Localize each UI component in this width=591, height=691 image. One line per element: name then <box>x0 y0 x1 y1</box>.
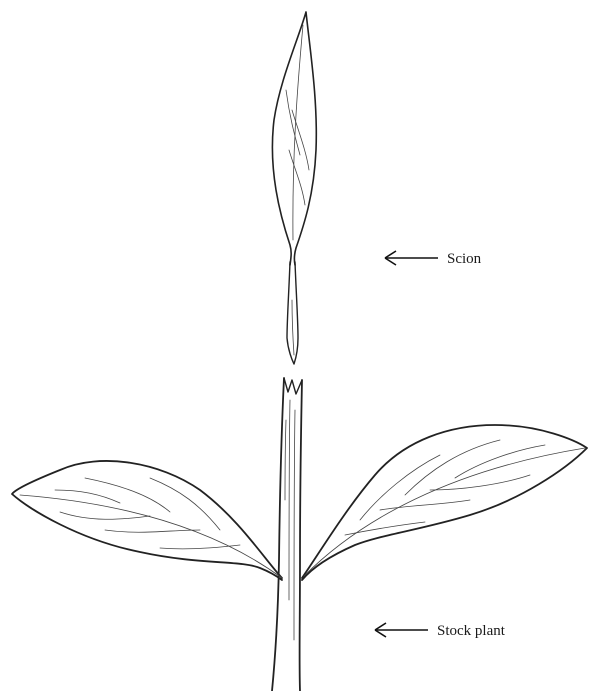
stock-plant <box>12 378 587 691</box>
stock-leaf-left <box>12 461 282 580</box>
stock-leaf-right <box>302 425 587 580</box>
scion-label: Scion <box>447 251 482 267</box>
scion-callout: Scion <box>385 251 482 267</box>
stock-label: Stock plant <box>437 623 506 639</box>
stock-callout: Stock plant <box>375 623 506 639</box>
scion <box>272 12 316 364</box>
stock-stem <box>272 378 284 691</box>
scion-leaf <box>272 12 316 265</box>
